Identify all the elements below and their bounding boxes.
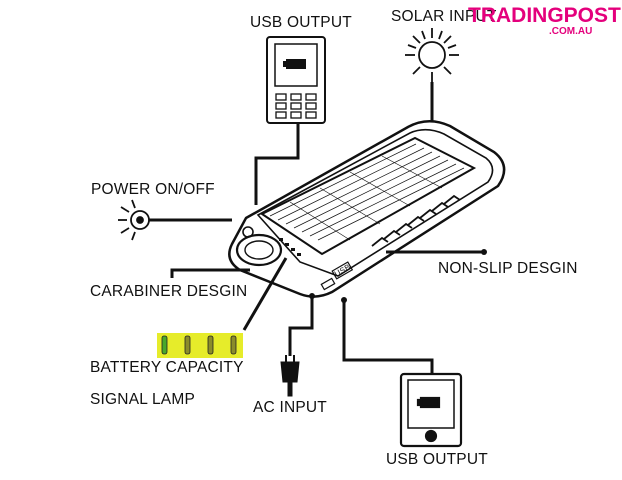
ac-input-label: AC INPUT	[253, 399, 327, 416]
battery-label-line1: BATTERY CAPACITY	[90, 359, 244, 376]
sun-icon	[405, 28, 459, 82]
power-label: POWER ON/OFF	[91, 181, 215, 198]
usb-output-bottom-label: USB OUTPUT	[386, 451, 488, 468]
usb-output-bottom-line	[342, 300, 434, 374]
watermark-domain: .COM.AU	[549, 26, 593, 37]
plug-icon	[280, 355, 300, 397]
usb-output-top-label: USB OUTPUT	[250, 14, 352, 31]
ac-input-line	[288, 296, 314, 356]
tablet-icon	[399, 372, 463, 448]
carabiner-line	[170, 268, 250, 278]
non-slip-label: NON-SLIP DESGIN	[438, 260, 578, 277]
battery-label-line2: SIGNAL LAMP	[90, 391, 195, 408]
carabiner-label: CARABINER DESGIN	[90, 283, 248, 300]
phone-icon	[266, 36, 326, 124]
battery-lamp-line	[242, 257, 288, 331]
watermark-brand: TRADINGPOST	[468, 4, 621, 27]
bulb-icon	[118, 199, 150, 241]
battery-indicator-strip	[157, 333, 243, 358]
power-bank	[228, 120, 506, 298]
usb-output-top-line	[254, 123, 300, 205]
solar-input-label: SOLAR INPUT	[391, 8, 497, 25]
